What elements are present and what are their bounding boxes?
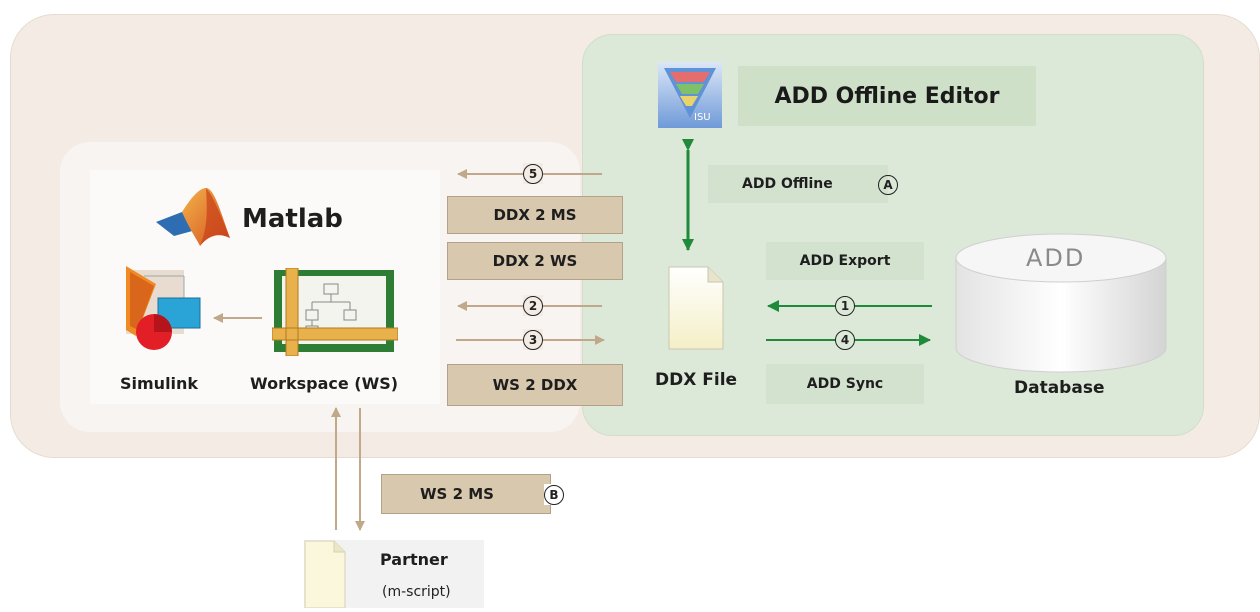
add-export-box: ADD Export — [766, 242, 924, 280]
step-1-number: 1 — [835, 296, 855, 316]
step-2-number: 2 — [523, 296, 543, 316]
badge-b: B — [544, 485, 564, 505]
ddx-2-ms-label: DDX 2 MS — [493, 206, 577, 224]
step-2-badge: 2 — [523, 295, 543, 316]
add-offline-label: ADD Offline — [742, 176, 833, 192]
partner-label: Partner — [380, 550, 448, 569]
add-sync-box: ADD Sync — [766, 364, 924, 404]
step-5-number: 5 — [523, 164, 543, 184]
ws-2-ddx-box: WS 2 DDX — [447, 364, 623, 406]
ddx-file-icon — [668, 266, 724, 350]
editor-title-text: ADD Offline Editor — [774, 83, 1000, 109]
ws-2-ms-box: WS 2 MS — [381, 474, 551, 514]
workspace-icon — [271, 267, 399, 357]
database-cylinder-text: ADD — [1026, 244, 1086, 272]
isu-logo-icon: ISU — [658, 62, 722, 128]
add-export-label: ADD Export — [799, 253, 891, 269]
logo-text: ISU — [694, 112, 711, 123]
add-sync-label: ADD Sync — [806, 376, 884, 392]
simulink-icon — [124, 266, 204, 354]
partner-sub-label: (m-script) — [382, 584, 451, 600]
ws-2-ddx-label: WS 2 DDX — [492, 376, 578, 394]
workspace-label: Workspace (WS) — [250, 374, 399, 393]
step-3-number: 3 — [523, 330, 543, 350]
step-1-badge: 1 — [835, 295, 855, 316]
add-offline-badge: A — [878, 174, 898, 195]
add-offline-editor-title: ADD Offline Editor — [738, 66, 1036, 126]
database-icon: ADD — [954, 232, 1168, 374]
ddx-2-ws-box: DDX 2 WS — [447, 242, 623, 280]
simulink-label: Simulink — [120, 374, 199, 393]
ddx-file-label: DDX File — [655, 370, 738, 390]
ddx-2-ws-label: DDX 2 WS — [492, 252, 578, 270]
step-3-badge: 3 — [523, 329, 543, 350]
add-offline-box: ADD Offline — [708, 165, 888, 203]
step-4-badge: 4 — [835, 329, 855, 350]
step-5-badge: 5 — [523, 163, 543, 184]
database-label: Database — [1014, 378, 1105, 398]
matlab-logo-icon — [156, 186, 230, 250]
step-4-number: 4 — [835, 330, 855, 350]
partner-file-icon — [304, 540, 346, 609]
badge-a: A — [878, 175, 898, 195]
matlab-title: Matlab — [242, 204, 343, 234]
ddx-2-ms-box: DDX 2 MS — [447, 196, 623, 234]
ws-2-ms-badge: B — [544, 484, 564, 505]
ws-2-ms-label: WS 2 MS — [420, 485, 494, 503]
